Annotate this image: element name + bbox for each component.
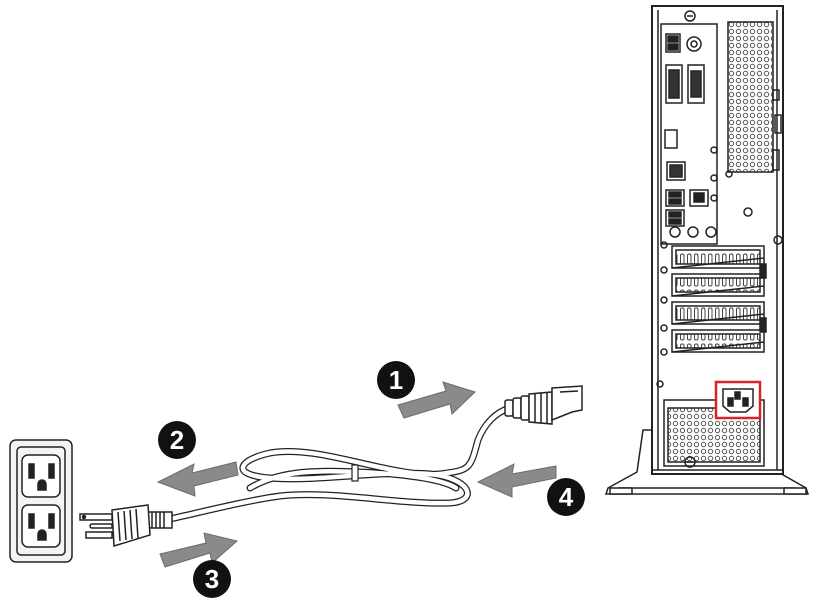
io-panel [660,23,718,245]
step-number-2: 2 [170,425,184,455]
wall-outlet-icon [9,439,73,563]
step-number-3: 3 [205,564,219,594]
step-number-1: 1 [389,365,403,395]
vent-grill [727,21,774,173]
arrow-step-4-icon [476,463,557,498]
arrow-step-1-icon [397,381,476,419]
step-number-4: 4 [559,482,574,512]
step-badge-2: 2 [158,421,196,459]
expansion-slots [671,245,767,353]
desktop-tower-icon [604,5,810,495]
power-inlet-icon [714,380,762,420]
arrow-step-2-icon [156,461,239,497]
cord-tie-icon [351,464,359,482]
step-badge-3: 3 [193,560,231,598]
arrow-step-3-icon [159,532,239,568]
power-cord-icon [166,404,514,523]
step-badge-1: 1 [377,361,415,399]
step-badge-4: 4 [547,478,585,516]
c13-connector-icon [504,385,583,425]
power-plug-icon [79,504,173,547]
arrows [156,381,557,568]
